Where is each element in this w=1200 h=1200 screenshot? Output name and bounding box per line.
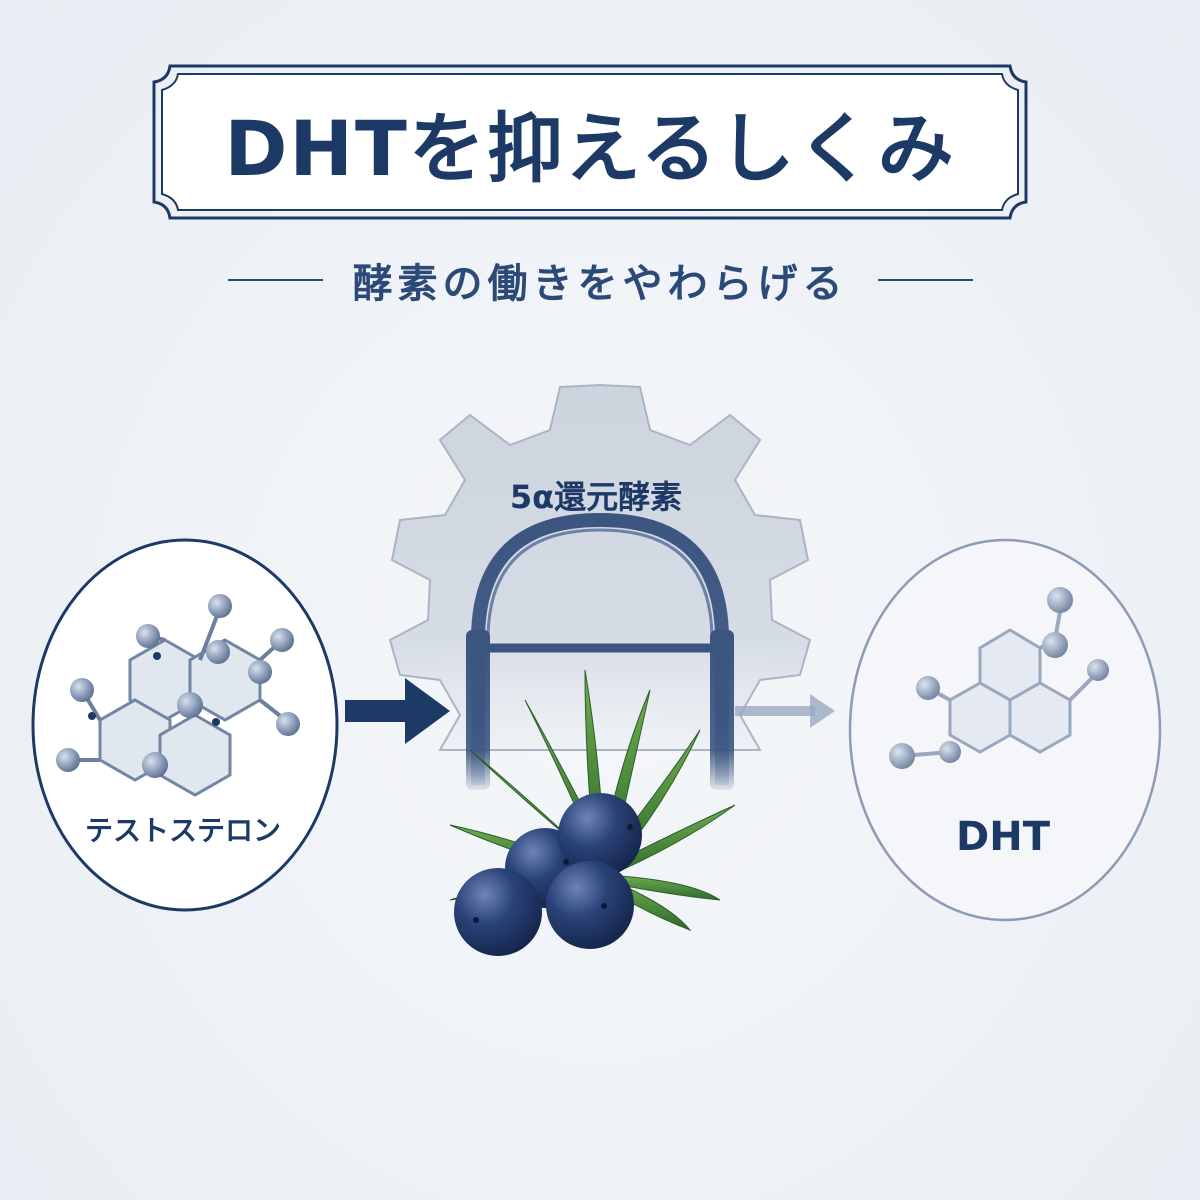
testosterone-label: テストステロン [85,814,281,847]
dht-panel: DHT [848,538,1162,922]
page-title: DHTを抑えるしくみ [224,104,956,193]
title-banner: DHTを抑えるしくみ [150,62,1030,222]
saw-palmetto-berries-icon [454,793,642,956]
dht-label: DHT [956,814,1051,860]
subtitle-left-rule [227,279,323,281]
subtitle-row: 酵素の働きをやわらげる [0,250,1200,310]
testosterone-panel: テストステロン [31,538,339,912]
subtitle-right-rule [877,279,973,281]
faded-arrow-right-icon [735,694,835,728]
enzyme-label: 5α還元酵素 [510,478,682,516]
testosterone-molecule-icon [56,594,300,797]
dht-molecule-icon [889,587,1109,769]
title-frame [152,64,1028,220]
subtitle: 酵素の働きをやわらげる [352,261,848,307]
gate-icon [466,512,734,790]
arrow-right-icon [345,678,450,744]
